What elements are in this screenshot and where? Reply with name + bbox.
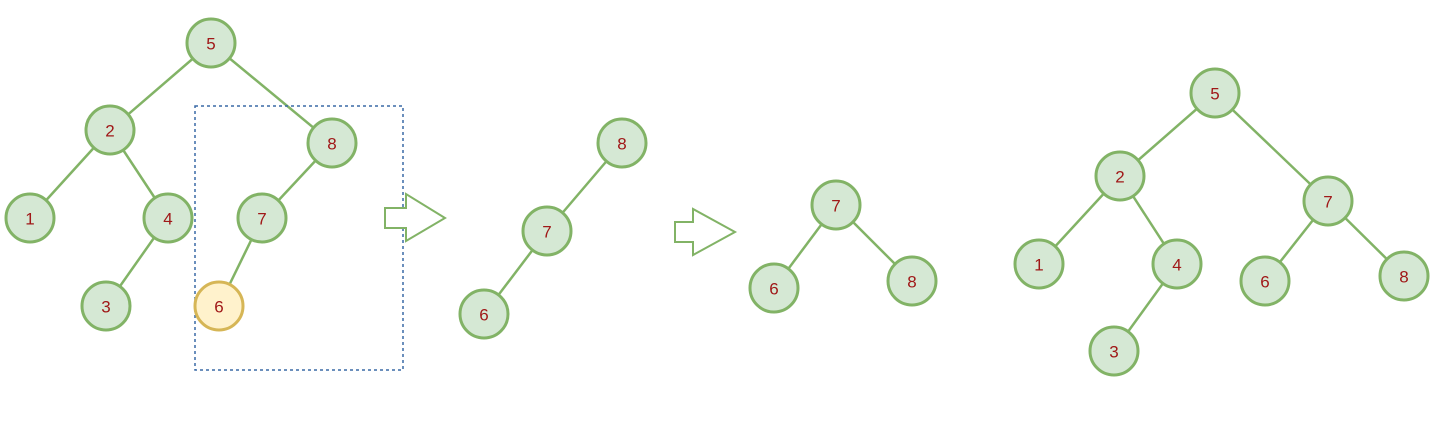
- node-label: 3: [1109, 343, 1118, 362]
- selection-box: [194, 105, 404, 371]
- node-circle: [4, 192, 56, 244]
- edge-b5-b7: [1214, 92, 1329, 202]
- node-circle: [521, 205, 573, 257]
- node-circle: [1013, 238, 1065, 290]
- node-label: 7: [542, 223, 551, 242]
- node-label: 6: [769, 280, 778, 299]
- tree-node-b4: 4: [1151, 238, 1203, 290]
- node-label: 2: [105, 122, 114, 141]
- node-label: 6: [479, 306, 488, 325]
- tree-node-n4: 4: [142, 192, 194, 244]
- node-label: 8: [1399, 268, 1408, 287]
- tree-node-r8: 8: [886, 255, 938, 307]
- node-label: 6: [214, 298, 223, 317]
- node-circle: [1239, 255, 1291, 307]
- tree-node-b8: 8: [1378, 250, 1430, 302]
- node-label: 5: [1210, 85, 1219, 104]
- node-circle: [142, 192, 194, 244]
- tree-node-n5: 5: [185, 17, 237, 69]
- node-circle: [886, 255, 938, 307]
- node-circle: [1094, 150, 1146, 202]
- tree-node-r6: 6: [748, 262, 800, 314]
- node-label: 4: [163, 210, 172, 229]
- node-label: 8: [617, 135, 626, 154]
- node-circle: [1151, 238, 1203, 290]
- transform-arrow-1: [384, 192, 447, 243]
- node-circle: [84, 104, 136, 156]
- edge-n5-n8: [210, 42, 333, 144]
- node-label: 7: [1323, 193, 1332, 212]
- tree-node-b2: 2: [1094, 150, 1146, 202]
- tree-node-s8: 8: [596, 117, 648, 169]
- tree-node-n6: 6: [193, 280, 245, 332]
- tree-node-b6: 6: [1239, 255, 1291, 307]
- node-label: 6: [1260, 273, 1269, 292]
- node-circle: [80, 280, 132, 332]
- node-circle: [748, 262, 800, 314]
- transform-arrow-2: [674, 207, 738, 257]
- tree-node-n1: 1: [4, 192, 56, 244]
- tree-node-n3: 3: [80, 280, 132, 332]
- node-label: 8: [327, 135, 336, 154]
- node-label: 7: [831, 197, 840, 216]
- node-circle: [458, 288, 510, 340]
- node-circle: [193, 280, 245, 332]
- node-label: 4: [1172, 256, 1181, 275]
- node-circle: [596, 117, 648, 169]
- node-label: 5: [206, 35, 215, 54]
- node-circle: [306, 117, 358, 169]
- tree-node-b5: 5: [1189, 67, 1241, 119]
- node-circle: [1302, 175, 1354, 227]
- node-label: 1: [1034, 256, 1043, 275]
- node-circle: [810, 179, 862, 231]
- node-circle: [1088, 325, 1140, 377]
- tree-node-r7: 7: [810, 179, 862, 231]
- node-label: 7: [257, 210, 266, 229]
- tree-node-s7: 7: [521, 205, 573, 257]
- overlay-layer: [194, 105, 738, 371]
- tree-node-n8: 8: [306, 117, 358, 169]
- node-label: 3: [101, 298, 110, 317]
- node-label: 2: [1115, 168, 1124, 187]
- tree-node-b1: 1: [1013, 238, 1065, 290]
- node-label: 8: [907, 273, 916, 292]
- node-circle: [1189, 67, 1241, 119]
- tree-node-s6: 6: [458, 288, 510, 340]
- tree-node-b7: 7: [1302, 175, 1354, 227]
- tree-node-n2: 2: [84, 104, 136, 156]
- node-label: 1: [25, 210, 34, 229]
- tree-node-n7: 7: [236, 192, 288, 244]
- node-circle: [185, 17, 237, 69]
- node-circle: [1378, 250, 1430, 302]
- node-circle: [236, 192, 288, 244]
- tree-node-b3: 3: [1088, 325, 1140, 377]
